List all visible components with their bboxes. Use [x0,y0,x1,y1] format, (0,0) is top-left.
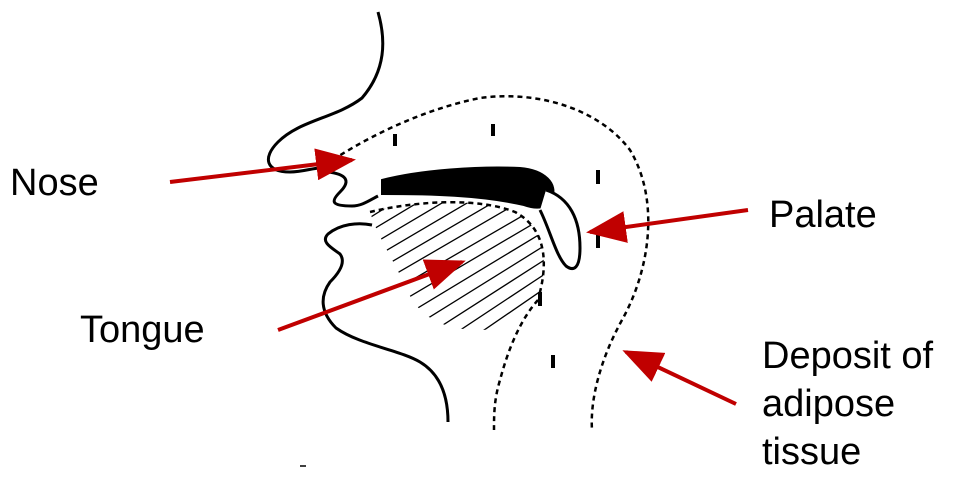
label-deposit-line2: adipose [762,380,933,428]
label-palate: Palate [769,192,877,238]
arrow-palate [590,210,748,232]
arrow-nose [170,160,352,182]
label-deposit-line1: Deposit of [762,332,933,380]
nose-outline [268,12,382,172]
chin-outline [323,224,448,422]
outer-dashed-outline [318,96,648,430]
label-deposit-line3: tissue [762,428,933,476]
arrow-tongue [278,262,462,330]
soft-palate-outline [540,190,580,269]
hard-palate [382,168,553,208]
tongue-hatching [350,180,560,398]
arrow-deposit [626,352,736,404]
label-nose: Nose [10,160,99,206]
label-deposit-of-adipose-tissue: Deposit of adipose tissue [762,332,933,476]
label-tongue: Tongue [80,307,205,353]
upper-lip-outline [328,172,378,206]
